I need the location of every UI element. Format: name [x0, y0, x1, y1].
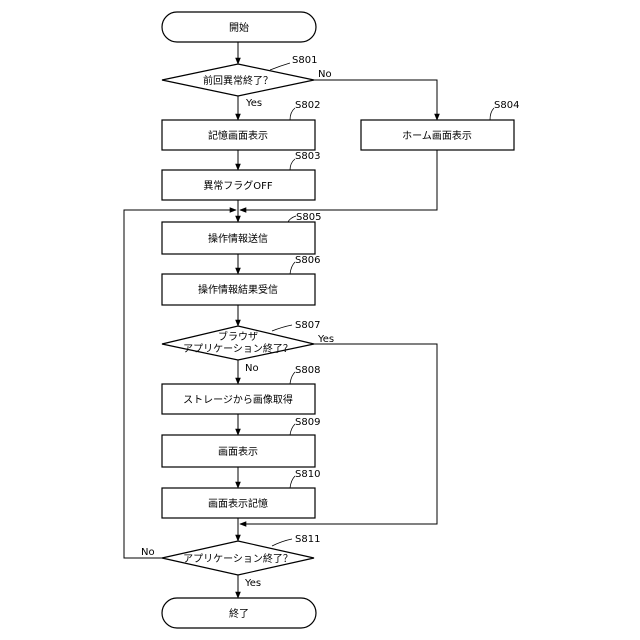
decision-s807: ブラウザ アプリケーション終了？ S807	[162, 320, 320, 360]
step-label-s802: S802	[295, 100, 320, 111]
decision-s801-text: 前回異常終了？	[203, 74, 273, 87]
answer-s811-no: No	[141, 547, 155, 558]
process-s804: ホーム画面表示 S804	[361, 100, 519, 150]
answer-s801-no: No	[318, 69, 332, 80]
step-label-s809: S809	[295, 417, 320, 428]
decision-s807-line2: アプリケーション終了？	[183, 342, 293, 355]
connector-s801-s804	[314, 80, 437, 120]
step-label-s806: S806	[295, 255, 320, 266]
process-s803-text: 異常フラグOFF	[203, 179, 273, 192]
step-label-s807: S807	[295, 320, 320, 331]
process-s810: 画面表示記憶 S810	[162, 469, 320, 518]
step-label-s811: S811	[295, 534, 320, 545]
answer-s801-yes: Yes	[245, 98, 262, 109]
process-s803: 異常フラグOFF S803	[162, 151, 320, 200]
process-s808: ストレージから画像取得 S808	[162, 365, 320, 414]
step-label-s804: S804	[494, 100, 519, 111]
process-s809-text: 画面表示	[218, 445, 258, 458]
step-label-s803: S803	[295, 151, 320, 162]
decision-s801: 前回異常終了？ S801	[162, 55, 317, 96]
decision-s811-text: アプリケーション終了？	[183, 552, 293, 565]
start-label: 開始	[229, 21, 249, 34]
process-s804-text: ホーム画面表示	[402, 129, 472, 142]
process-s810-text: 画面表示記憶	[208, 497, 268, 510]
process-s809: 画面表示 S809	[162, 417, 320, 467]
process-s802-text: 記憶画面表示	[208, 129, 268, 142]
answer-s811-yes: Yes	[244, 578, 261, 589]
step-label-s801: S801	[292, 55, 317, 66]
process-s806: 操作情報結果受信 S806	[162, 255, 320, 305]
start-terminator: 開始	[162, 12, 316, 42]
answer-s807-yes: Yes	[317, 334, 334, 345]
end-terminator: 終了	[162, 598, 316, 628]
process-s805-text: 操作情報送信	[208, 232, 268, 245]
process-s802: 記憶画面表示 S802	[162, 100, 320, 150]
process-s808-text: ストレージから画像取得	[183, 394, 293, 406]
step-label-s810: S810	[295, 469, 320, 480]
process-s806-text: 操作情報結果受信	[198, 283, 278, 296]
decision-s811: アプリケーション終了？ S811	[162, 534, 320, 575]
step-label-s805: S805	[296, 212, 321, 223]
process-s805: 操作情報送信 S805	[162, 212, 321, 254]
end-label: 終了	[229, 607, 249, 620]
answer-s807-no: No	[245, 363, 259, 374]
decision-s807-line1: ブラウザ	[218, 330, 258, 343]
step-label-s808: S808	[295, 365, 320, 376]
